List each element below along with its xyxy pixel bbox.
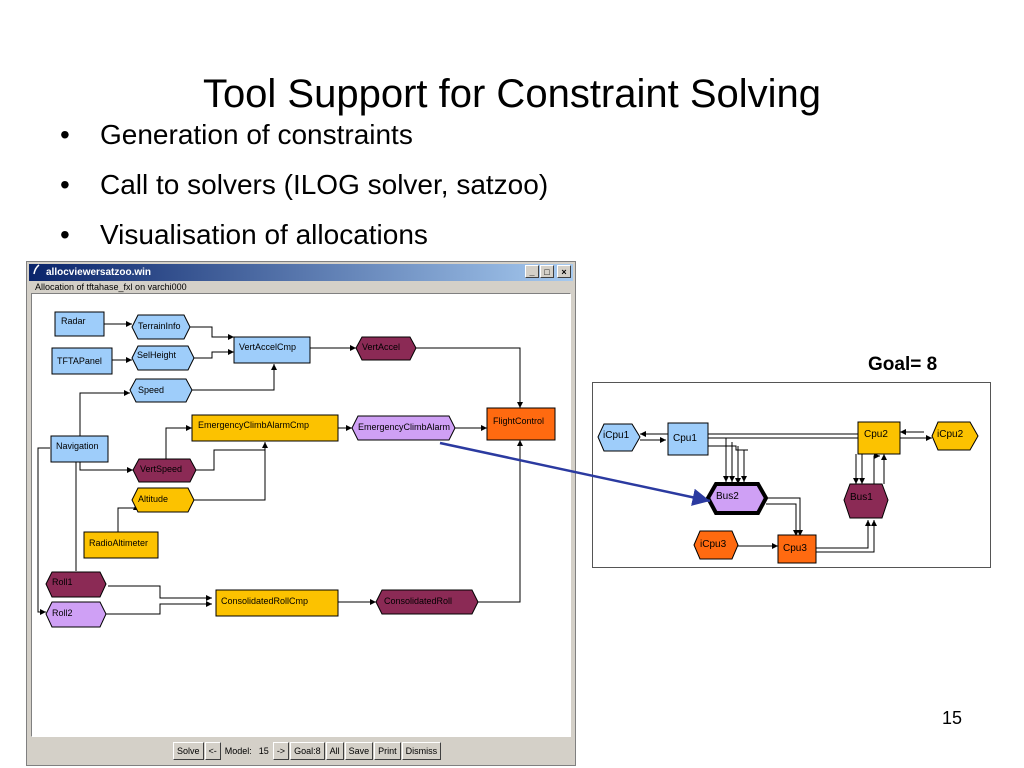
window-toolbar: Solve <- Model: 15 -> Goal:8 All Save Pr… (173, 742, 442, 760)
cpu1-node[interactable]: Cpu1 (667, 422, 709, 456)
node-label: iCpu1 (603, 430, 630, 441)
selheight-node[interactable]: SelHeight (131, 345, 195, 371)
bullet-dot: • (60, 219, 70, 250)
window-titlebar[interactable]: allocviewersatzoo.win _ □ × (29, 264, 573, 281)
node-label: Cpu1 (673, 433, 697, 444)
node-label: EmergencyClimbAlarmCmp (198, 420, 309, 430)
node-label: Radar (61, 316, 86, 326)
node-label: FlightControl (493, 416, 544, 426)
allocation-edges (640, 429, 932, 553)
node-label: iCpu3 (700, 539, 727, 550)
node-label: ConsolidatedRoll (384, 596, 452, 606)
prev-model-button[interactable]: <- (204, 742, 221, 760)
node-label: Bus1 (850, 492, 873, 503)
solve-button[interactable]: Solve (173, 742, 204, 760)
flightcontrol-node[interactable]: FlightControl (486, 407, 556, 441)
bullet-item: • Visualisation of allocations (58, 218, 548, 268)
node-label: TerrainInfo (138, 321, 181, 331)
icpu2-node[interactable]: iCpu2 (931, 421, 979, 451)
save-button[interactable]: Save (344, 742, 374, 760)
bullet-dot: • (60, 169, 70, 200)
bus1-node[interactable]: Bus1 (843, 483, 889, 519)
icpu3-node[interactable]: iCpu3 (693, 530, 739, 560)
tftapanel-node[interactable]: TFTAPanel (51, 347, 113, 375)
icpu1-node[interactable]: iCpu1 (597, 423, 641, 452)
status-text: Allocation of tftahase_fxl on varchi000 (35, 282, 187, 292)
node-label: Altitude (138, 494, 168, 504)
node-label: Roll1 (52, 577, 73, 587)
node-label: Roll2 (52, 608, 73, 618)
goal-button[interactable]: Goal:8 (290, 742, 325, 760)
goal-label: Goal= 8 (868, 354, 938, 375)
bullet-text: Visualisation of allocations (100, 219, 428, 250)
all-button[interactable]: All (325, 742, 344, 760)
diagram-canvas-frame (31, 293, 571, 737)
node-label: ConsolidatedRollCmp (221, 596, 308, 606)
model-number: 15 (255, 742, 272, 760)
model-label: Model: (221, 742, 255, 760)
node-label: VertSpeed (140, 464, 182, 474)
node-label: SelHeight (137, 350, 177, 360)
close-button[interactable]: × (557, 265, 571, 278)
bullet-dot: • (60, 119, 70, 150)
altitude-node[interactable]: Altitude (131, 487, 195, 513)
node-label: Cpu3 (783, 543, 807, 554)
roll2-node[interactable]: Roll2 (45, 601, 107, 628)
roll1-node[interactable]: Roll1 (45, 571, 107, 598)
node-label: Bus2 (716, 491, 739, 502)
emergencyclimbalarmcmp-node[interactable]: EmergencyClimbAlarmCmp (191, 414, 339, 442)
minimize-button[interactable]: _ (525, 265, 539, 278)
node-label: EmergencyClimbAlarm (358, 422, 450, 432)
terraininfo-node[interactable]: TerrainInfo (131, 314, 191, 340)
vertaccel-node[interactable]: VertAccel (355, 336, 417, 361)
maximize-button[interactable]: □ (540, 265, 554, 278)
bus2-node[interactable]: Bus2 (705, 482, 769, 515)
diagram-edges (37, 321, 523, 615)
node-label: TFTAPanel (57, 356, 102, 366)
bullet-item: • Call to solvers (ILOG solver, satzoo) (58, 168, 548, 218)
window-controls: _ □ × (525, 265, 571, 278)
node-label: iCpu2 (937, 429, 964, 440)
mapping-link (439, 441, 711, 506)
bullet-text: Generation of constraints (100, 119, 413, 150)
radioaltimeter-node[interactable]: RadioAltimeter (83, 531, 159, 559)
emergencyclimbalarm-node[interactable]: EmergencyClimbAlarm (351, 415, 456, 441)
node-label: Speed (138, 385, 164, 395)
consolidatedrollcmp-node[interactable]: ConsolidatedRollCmp (215, 589, 339, 617)
feather-icon (33, 264, 43, 281)
window-title: allocviewersatzoo.win (46, 267, 152, 278)
navigation-node[interactable]: Navigation (50, 435, 109, 463)
dismiss-button[interactable]: Dismiss (401, 742, 442, 760)
node-label: VertAccelCmp (239, 342, 296, 352)
bullet-list: • Generation of constraints • Call to solv… (58, 118, 548, 268)
page-number: 15 (942, 708, 963, 728)
print-button[interactable]: Print (374, 742, 401, 760)
speed-node[interactable]: Speed (129, 378, 193, 403)
bullet-item: • Generation of constraints (58, 118, 548, 168)
radar-node[interactable]: Radar (54, 311, 105, 337)
consolidatedroll-node[interactable]: ConsolidatedRoll (375, 589, 479, 615)
next-model-button[interactable]: -> (272, 742, 290, 760)
cpu2-node[interactable]: Cpu2 (857, 421, 901, 455)
vertspeed-node[interactable]: VertSpeed (132, 458, 197, 483)
slide-title: Tool Support for Constraint Solving (202, 72, 822, 116)
cpu3-node[interactable]: Cpu3 (777, 534, 817, 564)
node-label: Cpu2 (864, 429, 888, 440)
node-label: Navigation (56, 441, 99, 451)
vertaccelcmp-node[interactable]: VertAccelCmp (233, 336, 311, 364)
node-label: RadioAltimeter (89, 538, 148, 548)
node-label: VertAccel (362, 342, 400, 352)
bullet-text: Call to solvers (ILOG solver, satzoo) (100, 169, 549, 200)
